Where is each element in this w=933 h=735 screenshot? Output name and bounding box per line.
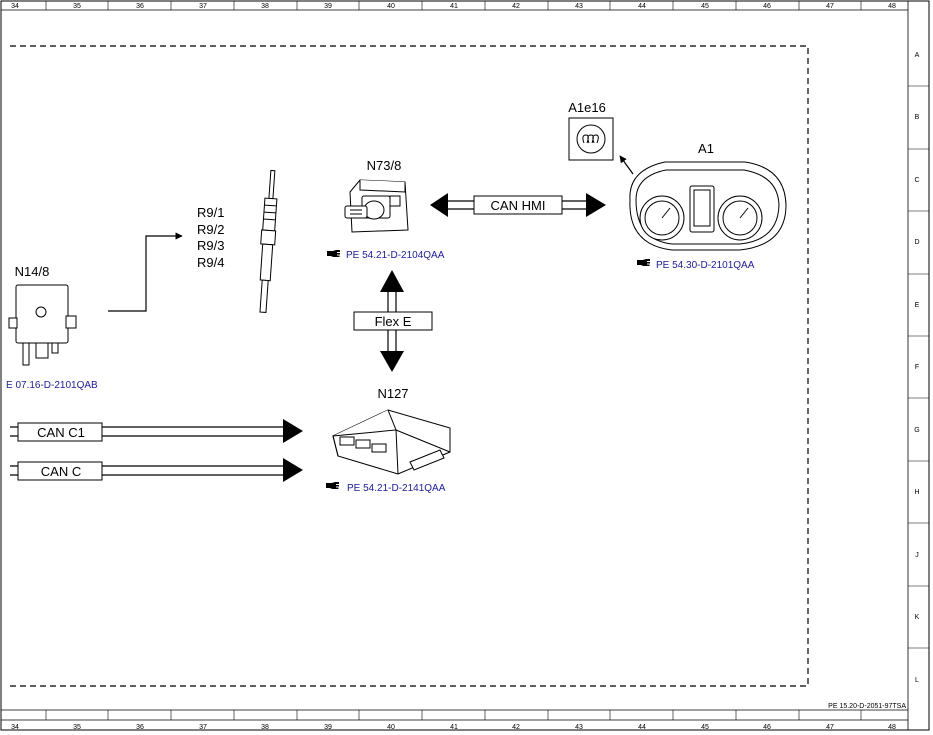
col-label: 44: [638, 724, 646, 731]
col-label: 43: [575, 3, 583, 10]
n73-8-ref: PE 54.21-D-2104QAA: [346, 250, 445, 261]
ignition-lock-icon: [344, 179, 409, 233]
col-label: 34: [11, 3, 19, 10]
col-label: 41: [450, 3, 458, 10]
instrument-cluster-icon: [629, 161, 787, 251]
a1-ref: PE 54.30-D-2101QAA: [656, 260, 755, 271]
col-label: 35: [73, 724, 81, 731]
system-boundary: [10, 45, 809, 687]
col-label: 37: [199, 724, 207, 731]
can-c-bus: CAN C: [10, 458, 303, 482]
col-label: 39: [324, 3, 332, 10]
grid-columns: [45, 1, 862, 720]
n127-ref: PE 54.21-D-2141QAA: [347, 483, 446, 494]
col-label: 42: [512, 3, 520, 10]
n14-8-module: [8, 284, 77, 366]
a1e16-label: A1e16: [568, 100, 606, 115]
col-label: 48: [888, 3, 896, 10]
col-label: 46: [763, 3, 771, 10]
row-label: E: [915, 302, 920, 309]
flex-e-bus: Flex E: [353, 270, 433, 372]
n14-8-ref: E 07.16-D-2101QAB: [6, 380, 98, 391]
signal-line: [619, 155, 634, 175]
col-label: 35: [73, 3, 81, 10]
col-label: 47: [826, 3, 834, 10]
flex-e-label: Flex E: [375, 314, 412, 329]
col-label: 41: [450, 724, 458, 731]
can-hmi-bus: CAN HMI: [430, 193, 606, 217]
pointing-hand-icon: [637, 259, 650, 266]
can-hmi-label: CAN HMI: [491, 198, 546, 213]
pointing-hand-icon: [326, 482, 339, 489]
can-c1-label: CAN C1: [37, 425, 85, 440]
col-label: 40: [387, 3, 395, 10]
col-label: 46: [763, 724, 771, 731]
footer-ref: PE 15.20-D-2051-97TSA: [828, 703, 906, 710]
r9-label: R9/4: [197, 255, 224, 270]
col-label: 36: [136, 3, 144, 10]
row-label: B: [915, 114, 920, 121]
control-unit-icon: [332, 409, 451, 475]
row-label: G: [914, 427, 919, 434]
col-label: 42: [512, 724, 520, 731]
row-label: C: [914, 177, 919, 184]
col-label: 43: [575, 724, 583, 731]
row-label: K: [915, 614, 920, 621]
row-label: A: [915, 52, 920, 59]
signal-line: [108, 232, 183, 312]
grid-rows: [908, 85, 929, 649]
col-label: 39: [324, 724, 332, 731]
col-label: 47: [826, 724, 834, 731]
can-c-label: CAN C: [41, 464, 81, 479]
row-label: D: [914, 239, 919, 246]
col-label: 45: [701, 3, 709, 10]
glow-plug-icon: [259, 169, 278, 313]
row-label: J: [915, 552, 919, 559]
warning-lamp-icon: [568, 117, 614, 161]
col-label: 45: [701, 724, 709, 731]
n14-8-label: N14/8: [15, 264, 50, 279]
row-label: F: [915, 364, 919, 371]
can-c1-bus: CAN C1: [10, 419, 303, 443]
col-label: 38: [261, 724, 269, 731]
a1-label: A1: [698, 141, 714, 156]
r9-label: R9/3: [197, 238, 224, 253]
row-label: H: [914, 489, 919, 496]
col-label: 44: [638, 3, 646, 10]
col-label: 38: [261, 3, 269, 10]
n127-label: N127: [377, 386, 408, 401]
pointing-hand-icon: [327, 250, 340, 257]
row-label: L: [915, 677, 919, 684]
r9-label: R9/2: [197, 222, 224, 237]
col-label: 36: [136, 724, 144, 731]
r9-label: R9/1: [197, 205, 224, 220]
col-label: 37: [199, 3, 207, 10]
col-label: 48: [888, 724, 896, 731]
n73-8-label: N73/8: [367, 158, 402, 173]
col-label: 40: [387, 724, 395, 731]
col-label: 34: [11, 724, 19, 731]
